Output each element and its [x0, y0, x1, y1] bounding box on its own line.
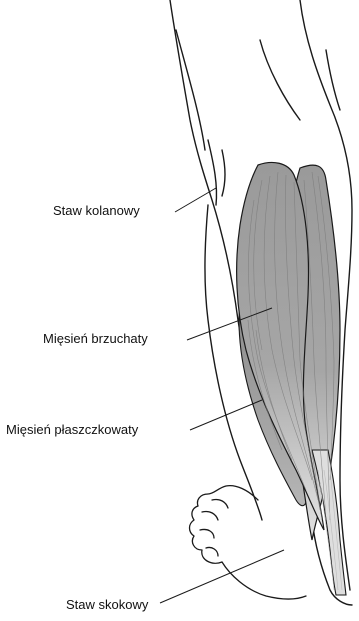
leader-line-soleus	[190, 400, 262, 430]
label-gastrocnemius: Mięsień brzuchaty	[43, 331, 148, 347]
label-ankle-joint: Staw skokowy	[66, 597, 148, 613]
achilles-tendon	[312, 450, 346, 595]
label-knee-joint: Staw kolanowy	[53, 203, 140, 219]
leader-line-knee	[175, 188, 216, 212]
label-soleus: Mięsień płaszczkowaty	[6, 422, 138, 438]
foot-outline	[190, 486, 307, 599]
leader-line-ankle	[160, 550, 284, 603]
